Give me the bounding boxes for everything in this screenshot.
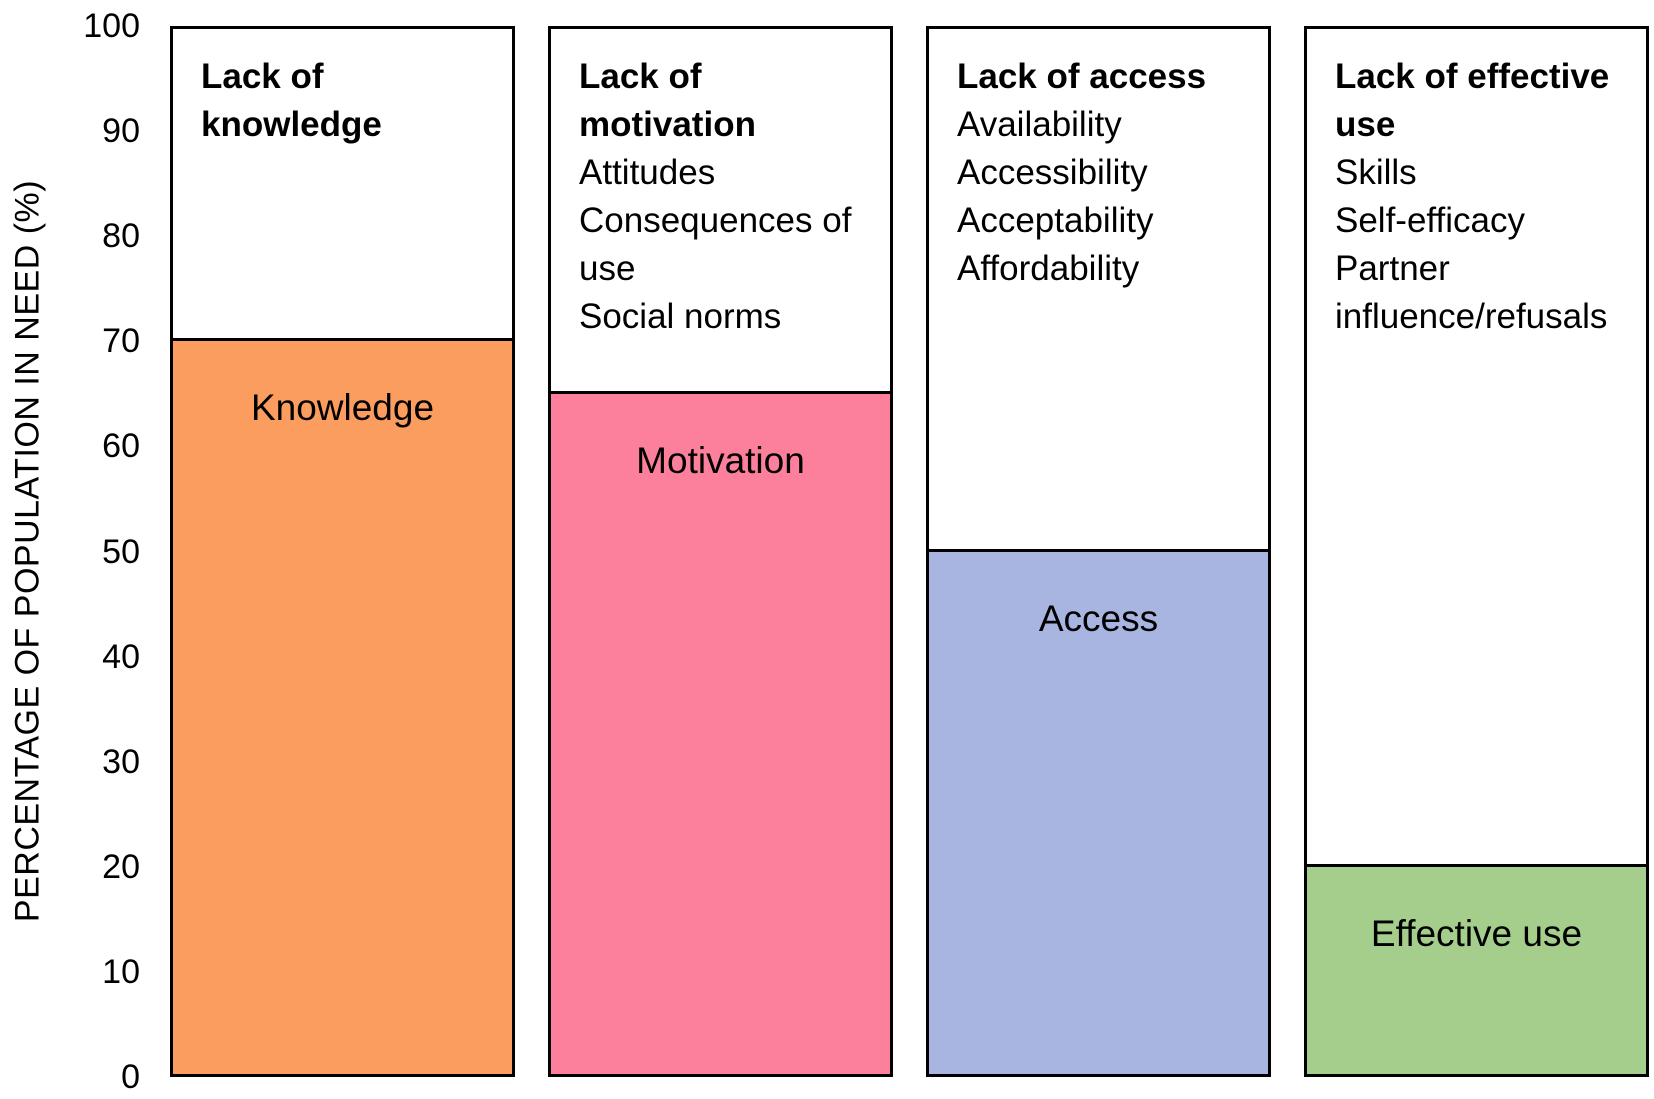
y-tick-label: 70 [102, 322, 140, 361]
y-tick-label: 100 [83, 7, 140, 45]
y-tick-label: 40 [102, 637, 140, 676]
column-subitem: Self-efficacy [1335, 201, 1525, 240]
column-header: Lack of knowledge [201, 57, 382, 144]
column-subitem: Social norms [579, 297, 782, 336]
column-subitem: Acceptability [957, 201, 1154, 240]
chart-column-1: Lack of knowledge Knowledge [170, 26, 515, 1077]
y-tick-label: 60 [102, 427, 140, 466]
y-tick-label: 90 [102, 112, 140, 151]
column-subitem: Availability [957, 105, 1122, 144]
bar-knowledge: Knowledge [170, 338, 515, 1077]
y-tick-label: 10 [102, 952, 140, 991]
column-subitem: Consequences of use [579, 201, 852, 288]
y-tick-label: 0 [121, 1058, 140, 1096]
y-tick-label: 20 [102, 847, 140, 886]
column-subitem: Skills [1335, 153, 1417, 192]
bar-access: Access [926, 548, 1271, 1077]
y-tick-label: 80 [102, 217, 140, 256]
column-subitem: Affordability [957, 249, 1140, 288]
bar-label: Knowledge [250, 387, 435, 429]
column-subitem: Accessibility [957, 153, 1148, 192]
bar-label: Effective use [1370, 912, 1583, 954]
column-header: Lack of effective use [1335, 57, 1610, 144]
bar-motivation: Motivation [548, 390, 893, 1077]
bar-label: Motivation [636, 439, 805, 481]
column-annotations: Lack of knowledge [173, 29, 512, 149]
column-header: Lack of motivation [579, 57, 756, 144]
column-subitem: Attitudes [579, 153, 716, 192]
bar-effective-use: Effective use [1304, 863, 1649, 1077]
column-header: Lack of access [957, 57, 1207, 96]
y-tick-label: 30 [102, 742, 140, 781]
y-tick-label: 50 [102, 532, 140, 571]
bar-label: Access [1038, 597, 1159, 639]
column-subitem: Partner influence/refusals [1335, 249, 1608, 336]
